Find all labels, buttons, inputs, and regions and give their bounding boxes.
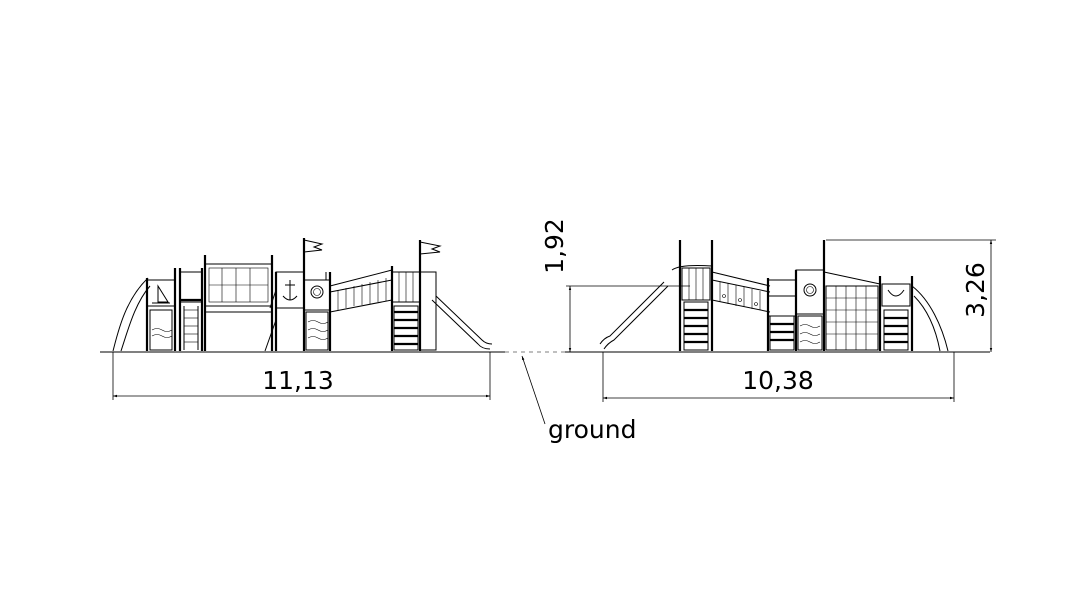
right-width-label: 10,38 — [742, 366, 814, 395]
left-width-label: 11,13 — [262, 366, 334, 395]
total-height-label: 3,26 — [961, 262, 990, 318]
platform-height-dimension — [566, 285, 690, 352]
right-width-dimension — [602, 352, 955, 402]
left-width-dimension — [112, 352, 491, 400]
total-height-dimension — [826, 239, 996, 352]
ground-label: ground — [548, 415, 636, 444]
ground-leader — [521, 355, 546, 425]
right-elevation-structure — [599, 240, 949, 352]
left-elevation-structure — [112, 238, 493, 352]
platform-height-label: 1,92 — [540, 218, 569, 274]
